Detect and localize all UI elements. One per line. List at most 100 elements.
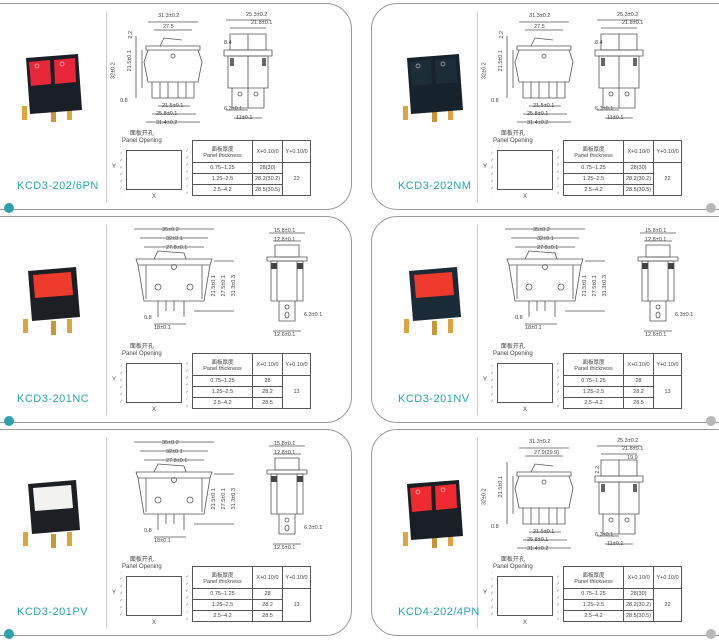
x-value-cell: 28.2: [252, 386, 283, 398]
dimension-label: 2.2: [128, 30, 135, 39]
dimension-label: 12.8±0.1: [274, 450, 296, 456]
dimension-label: 31.3±0.2: [529, 13, 551, 19]
x-value-cell: 28.5(30.5): [622, 184, 655, 196]
dimension-label: 31.4±0.2: [527, 120, 549, 126]
dimension-label: 21.5±0.1: [581, 275, 588, 297]
dimension-label: 31.3±0.3: [601, 275, 608, 297]
dimension-label: 25.3±0.2: [617, 438, 639, 444]
y-value-cell: 13: [653, 375, 682, 409]
side-view-drawing: [594, 445, 644, 545]
axis-y-label: Y: [112, 590, 117, 596]
header-x-tolerance: X+0.10/0: [622, 140, 655, 163]
dimension-label: 32±0.2: [110, 62, 117, 80]
axis-x-label: X: [523, 194, 528, 200]
dimension-label: 25.3±0.2: [246, 12, 268, 18]
header-cn: 面板厚度: [582, 146, 605, 153]
dimension-label: 0.8: [144, 315, 152, 321]
switch-product-photo: [22, 54, 82, 122]
dimension-label: 15.8±0.1: [645, 228, 667, 234]
dimension-label: 35±0.2: [162, 440, 179, 446]
header-cn: 面板厚度: [211, 572, 234, 579]
dimension-label: 0.8: [491, 98, 499, 104]
dimension-label: 21.8±0.1: [251, 20, 273, 26]
x-value-cell: 28.5: [252, 610, 283, 622]
product-photo: [7, 470, 97, 565]
dimension-label: 27.5±0.1: [220, 488, 227, 510]
model-name: KCD3-202NM: [398, 180, 472, 192]
x-value-cell: 28.2: [252, 599, 283, 611]
y-value-cell: 22: [282, 162, 312, 196]
thickness-cell: 0.75–1.25: [192, 375, 253, 387]
front-view-drawing: [506, 21, 574, 123]
dimension-label: 8.4: [595, 40, 603, 46]
dimension-label: 25.8±0.1: [527, 537, 549, 543]
thickness-cell: 1.25–2.5: [563, 599, 624, 611]
x-value-cell: 28.2: [623, 386, 654, 398]
dimension-label: 32±0.2: [481, 488, 488, 506]
product-photo: [7, 44, 97, 139]
y-value-cell: 22: [653, 588, 683, 622]
header-y-tolerance: Y+0.10/0: [282, 353, 311, 376]
axis-x-label: X: [523, 407, 528, 413]
header-cn: 面板厚度: [211, 146, 234, 153]
panel-opening-label-en: Panel Opening: [493, 563, 533, 570]
dimension-label: 11±0.1: [236, 115, 253, 121]
model-name: KCD3-202/6PN: [17, 180, 99, 192]
x-value-cell: 28.2(30.2): [622, 599, 655, 611]
axis-x-label: X: [152, 194, 157, 200]
thickness-cell: 0.75–1.25: [192, 162, 253, 174]
dimension-label: 12.6±0.1: [274, 545, 296, 551]
thickness-cell: 2.5–4.2: [563, 184, 624, 196]
axis-x-label: X: [152, 407, 157, 413]
panel-opening-label-cn: 面板开孔: [129, 344, 154, 350]
switch-product-photo: [404, 267, 461, 335]
thickness-cell: 1.25–2.5: [192, 386, 253, 398]
axis-y-label: Y: [483, 590, 488, 596]
header-cn: 面板厚度: [211, 359, 234, 366]
x-value-cell: 28.5: [252, 397, 283, 409]
accent-dot: [4, 416, 14, 426]
dimension-label: 12.6±0.1: [645, 332, 667, 338]
axis-y-label: Y: [112, 377, 117, 383]
dimension-label: 21.5±0.1: [533, 103, 555, 109]
panel-opening-rect: [497, 363, 553, 403]
dimension-label: 21.5±0.1: [210, 275, 217, 297]
switch-product-photo: [403, 54, 463, 122]
column-divider: [106, 225, 107, 415]
thickness-cell: 2.5–4.2: [563, 397, 624, 409]
x-value-cell: 28(30): [251, 162, 284, 174]
thickness-cell: 1.25–2.5: [192, 173, 253, 185]
dimension-label: 32±0.1: [166, 236, 183, 242]
dimension-label: 11±0.1: [607, 115, 624, 121]
thickness-cell: 1.25–2.5: [563, 386, 624, 398]
product-photo: [7, 257, 97, 352]
side-view-drawing: [266, 232, 308, 332]
column-divider: [477, 225, 478, 415]
dimension-label: 19.9: [627, 455, 638, 461]
dimension-label: 27.9(29.9): [534, 450, 560, 456]
dimension-label: 31.3±0.2: [158, 13, 180, 19]
panel-opening-rect: [126, 150, 182, 190]
dimension-label: 31.4±0.2: [156, 120, 178, 126]
dimension-label: 15.8±0.1: [274, 228, 296, 234]
thickness-cell: 0.75–1.25: [563, 375, 624, 387]
dimension-label: 31.3±0.2: [529, 439, 551, 445]
